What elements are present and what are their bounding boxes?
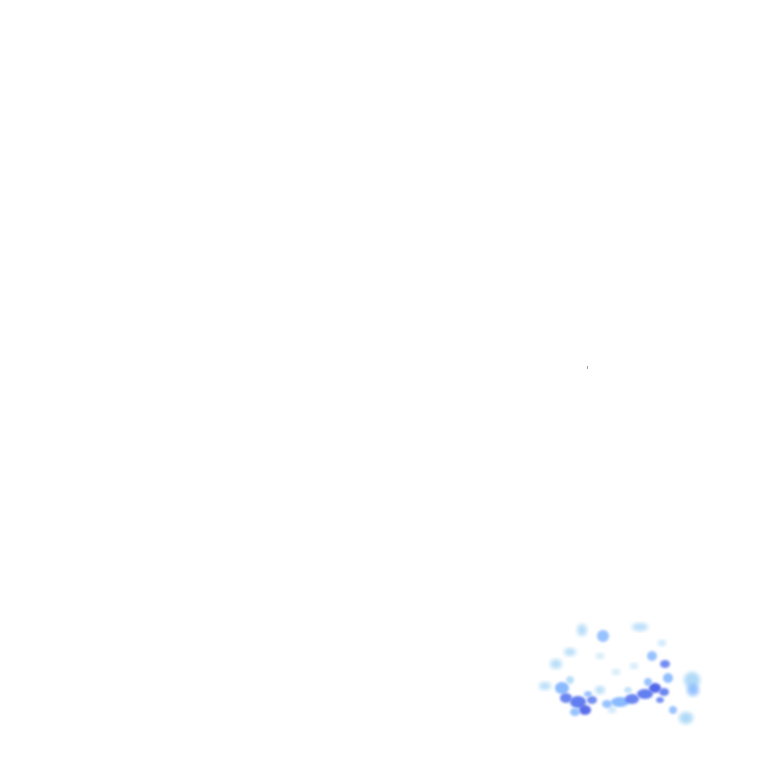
radar-echo-blob xyxy=(595,686,605,694)
radar-echo-blob xyxy=(566,676,574,684)
radar-echo-blob xyxy=(587,696,597,704)
radar-echo-blob xyxy=(659,688,669,696)
radar-echo-blob xyxy=(596,653,604,659)
radar-echo-blob xyxy=(584,691,592,697)
radar-echo-blob xyxy=(663,673,673,683)
radar-echo-blob xyxy=(660,660,670,668)
radar-echo-blob xyxy=(687,684,699,696)
radar-echo-blob xyxy=(644,678,652,686)
radar-echo-blob xyxy=(570,696,586,708)
radar-echo-blob xyxy=(649,683,661,693)
radar-echo-blob xyxy=(539,682,551,690)
radar-echo-blob xyxy=(602,700,612,708)
radar-echo-blob xyxy=(647,651,657,661)
radar-echo-blob xyxy=(577,624,587,636)
map-marker-dot xyxy=(587,366,588,369)
radar-echo-blob xyxy=(632,623,648,631)
precipitation-cluster xyxy=(539,623,700,724)
radar-echo-blob xyxy=(564,648,576,656)
radar-echo-blob xyxy=(611,697,629,707)
radar-echo-blob xyxy=(624,687,632,693)
radar-echo-blob xyxy=(625,694,639,704)
radar-echo-blob xyxy=(560,693,572,703)
radar-echo-blob xyxy=(684,672,700,688)
radar-echo-blob xyxy=(550,659,562,669)
radar-echo-blob xyxy=(597,630,609,642)
radar-echo-blob xyxy=(555,682,569,694)
radar-echo-blob xyxy=(579,705,591,715)
radar-echo-blob xyxy=(570,708,580,716)
radar-echo-blob xyxy=(679,712,693,724)
radar-echo-blob xyxy=(608,707,616,713)
radar-echo-blob xyxy=(612,669,620,675)
radar-echo-blob xyxy=(630,663,638,669)
radar-echo-blob xyxy=(656,697,664,703)
radar-echo-blob xyxy=(669,706,677,714)
radar-echo-blob xyxy=(658,640,666,646)
radar-echo-blob xyxy=(637,689,653,699)
